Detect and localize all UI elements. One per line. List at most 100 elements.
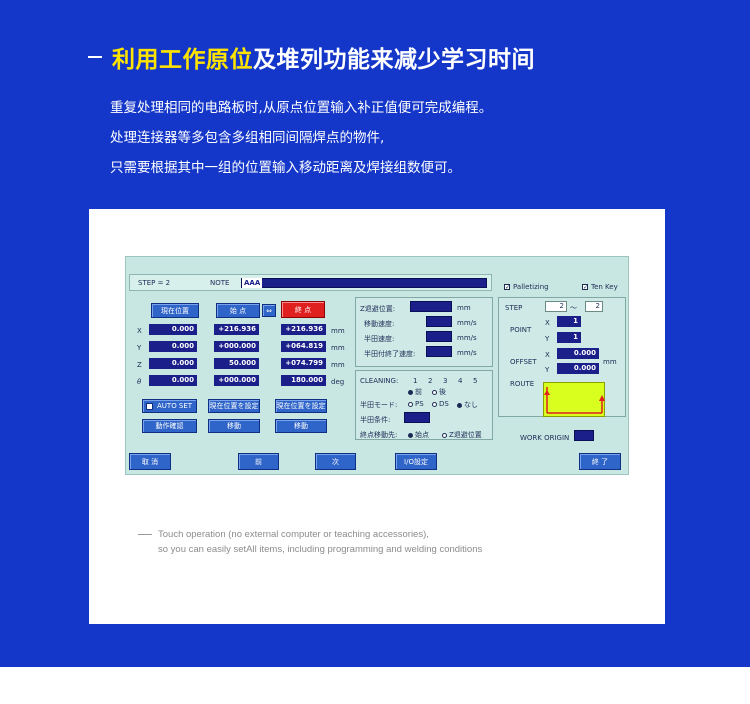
route-selector[interactable] <box>543 382 605 417</box>
z-retract-label: Z退避位置: <box>360 305 396 313</box>
radio-selected-icon <box>408 389 413 395</box>
ten-key-check-icon: ✓ <box>582 284 589 291</box>
heading-rest: 及堆列功能来减少学习时间 <box>253 47 535 73</box>
offset-x-label: X <box>545 351 550 359</box>
offset-x-input[interactable]: 0.000 <box>557 348 599 359</box>
step-from-input[interactable]: 2 <box>545 301 567 312</box>
step-note-bar: STEP = 2 NOTE AAA <box>129 274 492 291</box>
mode-ds-radio[interactable]: DS <box>432 400 449 408</box>
radio-selected-icon <box>457 402 462 408</box>
note-label: NOTE <box>210 279 230 287</box>
action-confirm-button[interactable]: 動作確認 <box>142 419 197 433</box>
solder-end-speed-input[interactable] <box>426 346 452 357</box>
caption-line-2: so you can easily setAll items, includin… <box>158 544 483 555</box>
start-z-value[interactable]: 50.000 <box>214 358 259 369</box>
io-settings-button[interactable]: I/O設定 <box>395 453 437 470</box>
screenshot-card: STEP = 2 NOTE AAA ✓Palletizing ✓Ten Key … <box>89 209 665 624</box>
set-current-start-button[interactable]: 現在位置を設定 <box>208 399 260 413</box>
unit-x: mm <box>331 327 345 335</box>
offset-unit: mm <box>603 358 617 366</box>
set-current-end-button[interactable]: 現在位置を設定 <box>275 399 327 413</box>
caption-dash <box>138 533 152 535</box>
cleaning-num-2[interactable]: 2 <box>428 377 433 385</box>
radio-icon <box>408 401 413 407</box>
ten-key-label: Ten Key <box>591 283 618 291</box>
cleaning-num-3[interactable]: 3 <box>443 377 448 385</box>
cancel-button[interactable]: 取 消 <box>129 453 171 470</box>
prev-button[interactable]: 前 <box>238 453 279 470</box>
route-arrows-icon <box>544 387 605 414</box>
auto-set-check-icon <box>146 402 153 410</box>
offset-y-input[interactable]: 0.000 <box>557 363 599 374</box>
mode-none-radio[interactable]: なし <box>457 400 478 410</box>
hmi-screen: STEP = 2 NOTE AAA ✓Palletizing ✓Ten Key … <box>125 256 629 475</box>
palletizing-panel: STEP 2 〜 2 POINT X 1 Y 1 OFFSET X 0.000 … <box>498 297 626 417</box>
axis-label-x: X <box>137 327 142 335</box>
current-x-value[interactable]: 0.000 <box>149 324 197 335</box>
dest-z-radio[interactable]: Z退避位置 <box>442 430 482 440</box>
cleaning-num-5[interactable]: 5 <box>473 377 478 385</box>
cleaning-panel: CLEANING: 1 2 3 4 5 前 後 半田モード: PS DS なし … <box>355 370 493 440</box>
offset-y-label: Y <box>545 366 550 374</box>
z-retract-input[interactable] <box>410 301 452 312</box>
dest-start-radio[interactable]: 始点 <box>408 430 429 440</box>
note-input[interactable] <box>241 278 487 288</box>
point-x-label: X <box>545 319 550 327</box>
current-position-button[interactable]: 現在位置 <box>151 303 199 318</box>
cleaning-before-radio[interactable]: 前 <box>408 387 422 397</box>
cleaning-after-radio[interactable]: 後 <box>432 387 446 397</box>
dest-start-label: 始点 <box>415 431 429 439</box>
end-z-value[interactable]: +074.799 <box>281 358 326 369</box>
start-x-value[interactable]: +216.936 <box>214 324 259 335</box>
point-y-label: Y <box>545 335 550 343</box>
move-start-button[interactable]: 移動 <box>208 419 260 433</box>
end-theta-value[interactable]: 180.000 <box>281 375 326 386</box>
end-x-value[interactable]: +216.936 <box>281 324 326 335</box>
axis-label-y: Y <box>137 344 142 352</box>
radio-icon <box>442 432 447 438</box>
swap-icon[interactable]: ⇔ <box>262 304 276 317</box>
radio-icon <box>432 401 437 407</box>
palletizing-check-icon: ✓ <box>504 284 511 291</box>
before-label: 前 <box>415 388 422 396</box>
current-y-value[interactable]: 0.000 <box>149 341 197 352</box>
solder-speed-input[interactable] <box>426 331 452 342</box>
next-button[interactable]: 次 <box>315 453 356 470</box>
solder-end-speed-unit: mm/s <box>457 349 477 357</box>
palletizing-checkbox[interactable]: ✓Palletizing <box>504 283 549 291</box>
heading-dash <box>88 56 102 58</box>
current-z-value[interactable]: 0.000 <box>149 358 197 369</box>
step-indicator: STEP = 2 <box>138 279 171 287</box>
end-y-value[interactable]: +064.819 <box>281 341 326 352</box>
palletizing-label: Palletizing <box>513 283 549 291</box>
section-heading: 利用工作原位 及堆列功能来减少学习时间 <box>88 40 535 74</box>
solder-condition-input[interactable] <box>404 412 430 423</box>
start-point-button[interactable]: 始 点 <box>216 303 260 318</box>
current-theta-value[interactable]: 0.000 <box>149 375 197 386</box>
end-point-button[interactable]: 終 点 <box>281 301 325 318</box>
auto-set-button[interactable]: AUTO SET <box>142 399 197 413</box>
mode-none-label: なし <box>464 401 478 409</box>
work-origin-input[interactable] <box>574 430 594 441</box>
mode-ps-radio[interactable]: PS <box>408 400 424 408</box>
cleaning-num-4[interactable]: 4 <box>458 377 463 385</box>
start-theta-value[interactable]: +000.000 <box>214 375 259 386</box>
move-end-button[interactable]: 移動 <box>275 419 327 433</box>
radio-icon <box>432 389 437 395</box>
start-y-value[interactable]: +000.000 <box>214 341 259 352</box>
ten-key-checkbox[interactable]: ✓Ten Key <box>582 283 618 291</box>
mode-ds-label: DS <box>439 400 449 408</box>
auto-set-label: AUTO SET <box>157 402 193 410</box>
solder-condition-label: 半田条件: <box>360 416 391 424</box>
move-speed-input[interactable] <box>426 316 452 327</box>
point-x-input[interactable]: 1 <box>557 316 581 327</box>
finish-button[interactable]: 終 了 <box>579 453 621 470</box>
unit-z: mm <box>331 361 345 369</box>
point-y-input[interactable]: 1 <box>557 332 581 343</box>
solder-speed-unit: mm/s <box>457 334 477 342</box>
axis-label-theta: θ <box>137 378 142 386</box>
step-to-input[interactable]: 2 <box>585 301 603 312</box>
move-speed-label: 移動速度: <box>364 320 395 328</box>
cleaning-num-1[interactable]: 1 <box>413 377 418 385</box>
after-label: 後 <box>439 388 446 396</box>
